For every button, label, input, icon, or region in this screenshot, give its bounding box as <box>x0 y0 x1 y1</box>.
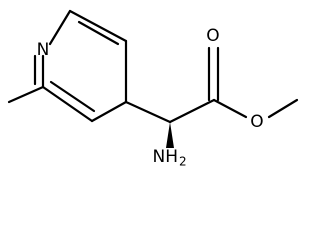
molecule-drawing: N O O NH 2 <box>7 9 299 169</box>
amine-subscript: 2 <box>179 155 187 169</box>
bond-c4-alpha <box>124 100 172 124</box>
bond-c2-c3-inner <box>77 20 120 46</box>
wedge-bond-alpha-amine <box>166 122 174 148</box>
bond-c5-c6-inner <box>49 80 96 113</box>
structure-diagram: N O O NH 2 <box>7 9 299 169</box>
carbonyl-oxygen-label: O <box>206 26 219 46</box>
amine-label: NH <box>153 147 179 167</box>
bond-c2-c3 <box>68 9 128 43</box>
bond-c4-c5 <box>90 100 128 123</box>
bond-alpha-carbonyl <box>168 98 216 124</box>
ether-oxygen-label: O <box>250 112 263 132</box>
bond-c6-methyl <box>7 85 45 104</box>
ring-nitrogen-label: N <box>37 40 50 60</box>
bond-c5-c6 <box>41 85 94 123</box>
bond-carbonyl-ether-o <box>212 98 248 119</box>
bond-ether-o-methyl <box>267 98 299 119</box>
bond-n1-c2 <box>48 9 72 46</box>
